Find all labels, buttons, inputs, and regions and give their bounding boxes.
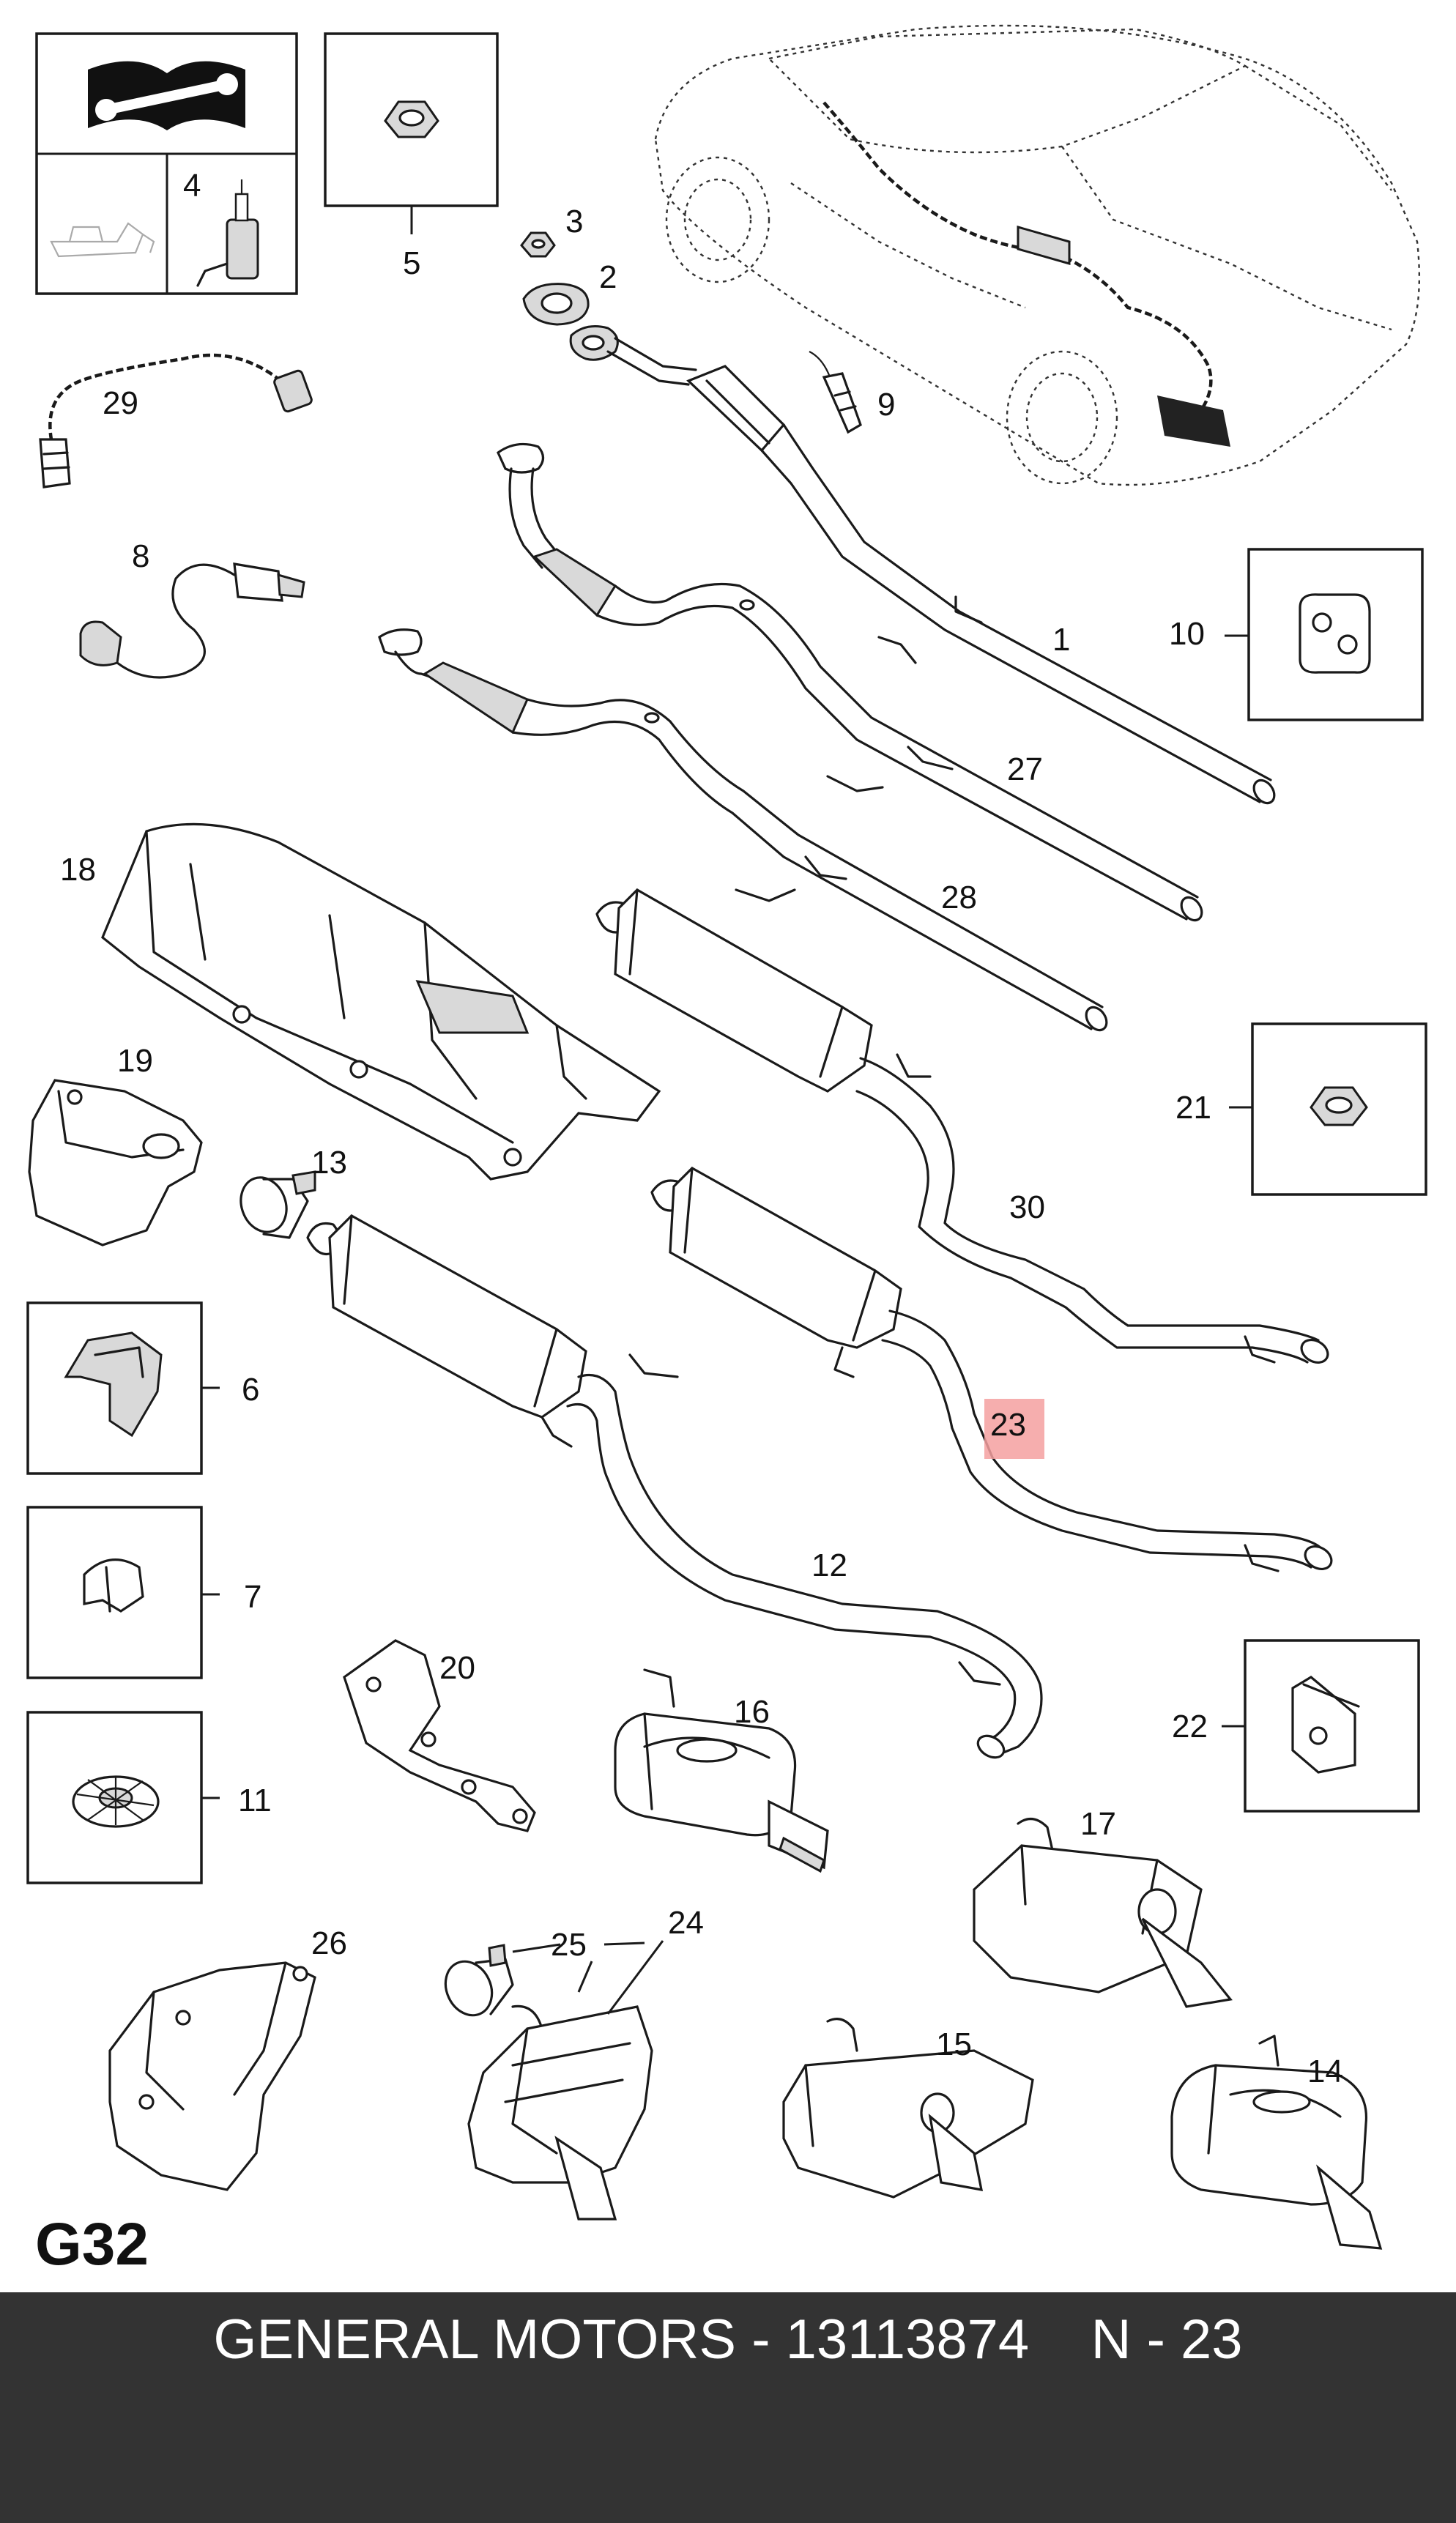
callout-7: 7: [244, 1579, 261, 1615]
clip-box-6: [26, 1301, 220, 1475]
rubber-hanger-box-10: [1225, 548, 1424, 721]
callout-labels: 1 2 3 4 5 6 7 8 9 10 11 12 13 14 15 16 1…: [60, 168, 1343, 2089]
clip-nut-box-11: [26, 1711, 220, 1884]
callout-6: 6: [242, 1372, 259, 1408]
rear-silencer-24: [467, 2004, 653, 2221]
callout-4: 4: [183, 168, 201, 204]
callout-24: 24: [668, 1905, 704, 1941]
callout-21: 21: [1175, 1090, 1211, 1126]
service-manual-icon: [88, 61, 245, 130]
callout-5: 5: [403, 245, 420, 281]
callout-2: 2: [599, 259, 617, 295]
callout-26: 26: [311, 1925, 347, 1961]
rear-silencer-14: [1170, 2035, 1383, 2250]
silencer-assembly-23: [650, 1167, 1333, 1572]
callout-9: 9: [877, 387, 895, 423]
highlight-box-23: [984, 1399, 1044, 1459]
callout-23: 23: [990, 1407, 1026, 1443]
callout-14: 14: [1307, 2054, 1343, 2089]
front-pipe-27: [497, 442, 1203, 922]
callout-20: 20: [439, 1650, 475, 1686]
clamp-13: [239, 1170, 316, 1239]
silencer-assembly-30: [595, 888, 1329, 1364]
gasket-2: [522, 283, 590, 326]
manual-box: [35, 32, 298, 295]
callout-16: 16: [734, 1694, 770, 1730]
footer-part-number: GENERAL MOTORS - 13113874 N - 23: [213, 2308, 1243, 2371]
callout-12: 12: [811, 1547, 847, 1583]
callout-30: 30: [1009, 1189, 1045, 1225]
callout-19: 19: [117, 1043, 153, 1079]
nut-3: [520, 231, 556, 258]
heat-shield-19: [28, 1079, 203, 1246]
bracket-box-7: [26, 1506, 220, 1679]
callout-15: 15: [936, 2026, 972, 2062]
bracket-20: [343, 1639, 536, 1832]
callout-27: 27: [1007, 751, 1043, 787]
nut-box-5: [324, 32, 499, 234]
callout-29: 29: [103, 385, 138, 421]
callout-22: 22: [1172, 1709, 1208, 1744]
front-pipe-1: [569, 325, 1276, 805]
oxygen-sensor-9: [809, 351, 862, 434]
bracket-26: [108, 1961, 316, 2191]
footer-bar: GENERAL MOTORS - 13113874 N - 23: [0, 2292, 1456, 2523]
leader-lines: [512, 1940, 664, 2015]
heat-shield-18: [101, 822, 661, 1181]
exhaust-system-diagram: 1 2 3 4 5 6 7 8 9 10 11 12 13 14 15 16 1…: [26, 24, 1427, 2278]
callout-11: 11: [238, 1783, 272, 1818]
vehicle-outline: [654, 24, 1421, 486]
clamp-25: [444, 1944, 514, 2017]
callout-10: 10: [1169, 616, 1205, 652]
page-code: G32: [35, 2211, 149, 2278]
oxygen-sensor-29: [39, 353, 313, 488]
bracket-box-22: [1222, 1639, 1420, 1813]
callout-28: 28: [941, 880, 977, 915]
callout-17: 17: [1080, 1806, 1116, 1842]
silencer-assembly-12: [306, 1214, 1043, 1759]
rear-silencer-15: [782, 2018, 1034, 2199]
callout-25: 25: [551, 1927, 587, 1963]
callout-1: 1: [1052, 622, 1070, 658]
front-pipe-28: [378, 628, 1108, 1032]
callout-8: 8: [132, 538, 149, 574]
callout-13: 13: [311, 1145, 347, 1181]
callout-3: 3: [565, 204, 583, 239]
rear-silencer-16: [614, 1668, 829, 1873]
oil-can-icon: [50, 222, 155, 258]
callout-18: 18: [60, 852, 96, 888]
sealant-tube-icon: [196, 179, 259, 287]
nut-box-21: [1229, 1022, 1427, 1196]
rear-silencer-17: [973, 1818, 1233, 2008]
oxygen-sensor-8: [79, 562, 305, 679]
